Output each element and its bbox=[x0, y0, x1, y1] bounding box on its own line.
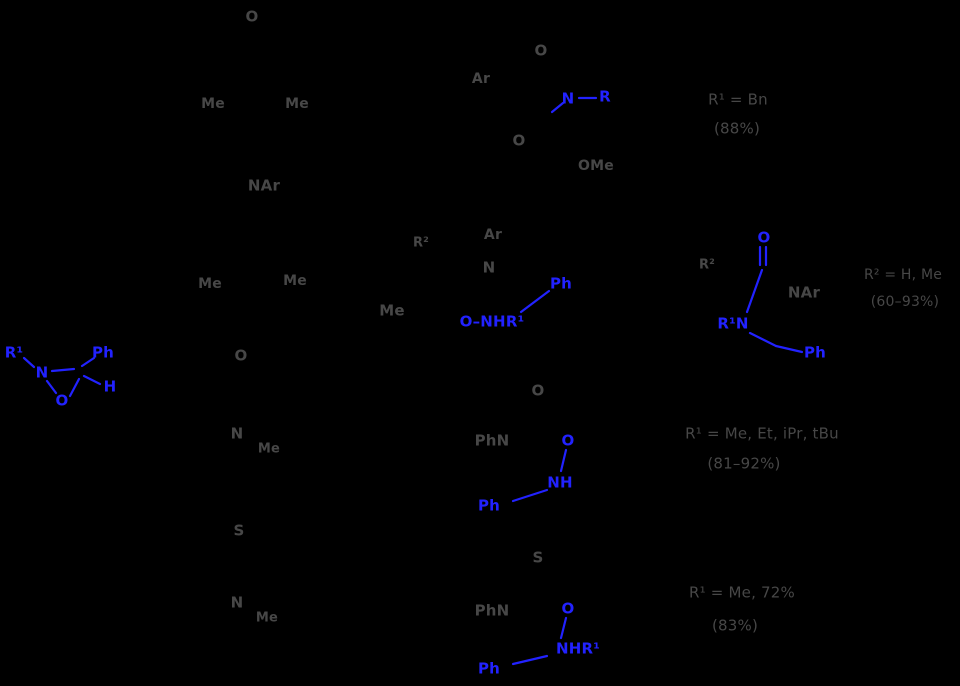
atom-ph-oxaziridine: Ph bbox=[91, 343, 115, 362]
atom-o-top-left-structure: O bbox=[245, 7, 259, 26]
atom-o-amide-right: O bbox=[757, 228, 771, 247]
atom-ar-top-center: Ar bbox=[471, 71, 491, 87]
atom-ph-hydroxylamine-2: Ph bbox=[477, 659, 501, 678]
atom-nar-right: NAr bbox=[787, 283, 821, 302]
atom-n-left-column-lower: N bbox=[230, 593, 244, 612]
atom-ome-center: OMe bbox=[578, 158, 614, 174]
atom-phn-lower: PhN bbox=[474, 601, 510, 620]
atom-ph-amide-right: Ph bbox=[803, 343, 827, 362]
atom-r1-oxaziridine: R¹ bbox=[4, 343, 24, 362]
atom-ph-center-product: Ph bbox=[549, 274, 573, 293]
atom-ph-hydroxylamine-1: Ph bbox=[477, 496, 501, 515]
atom-r2-center: R² bbox=[412, 235, 430, 251]
atom-o-top-center: O bbox=[534, 41, 548, 60]
atom-h-oxaziridine: H bbox=[103, 377, 117, 396]
atom-me-center: Me bbox=[379, 301, 405, 320]
atom-phn-upper: PhN bbox=[474, 431, 510, 450]
atom-r-imine-top: R bbox=[599, 87, 611, 106]
atom-me-left-column-lower: Me bbox=[255, 610, 279, 626]
atom-n-oxaziridine: N bbox=[35, 363, 49, 382]
atom-n-center: N bbox=[482, 258, 496, 277]
atom-ar-center: Ar bbox=[483, 227, 503, 243]
note-far-right-line2: (60–93%) bbox=[870, 294, 940, 310]
note-top-right-line2: (88%) bbox=[713, 119, 761, 138]
atom-me-upper-left: Me bbox=[201, 96, 225, 112]
atom-s-center: S bbox=[532, 548, 544, 567]
group-r1n-amide-right: R¹N bbox=[717, 314, 749, 333]
group-nh-hydroxylamine-1: NH bbox=[547, 473, 573, 492]
note-bottom-right-line1: R¹ = Me, 72% bbox=[689, 583, 795, 602]
atom-me-midleft-a: Me bbox=[198, 276, 222, 292]
note-mid-right-line2: (81–92%) bbox=[707, 454, 781, 473]
atom-n-imine-top: N bbox=[561, 89, 575, 108]
atom-n-left-column-upper: N bbox=[230, 424, 244, 443]
note-top-right-line1: R¹ = Bn bbox=[708, 90, 768, 109]
note-bottom-right-line2: (83%) bbox=[711, 616, 759, 635]
note-mid-right-line1: R¹ = Me, Et, iPr, tBu bbox=[685, 424, 839, 443]
atom-me-upper-right: Me bbox=[285, 96, 309, 112]
atom-nar-top: NAr bbox=[247, 176, 281, 195]
atom-o-oxaziridine: O bbox=[55, 391, 69, 410]
atom-r2-right: R² bbox=[698, 257, 716, 273]
atom-s-left-column: S bbox=[233, 521, 245, 540]
atom-o-lower-center: O bbox=[531, 381, 545, 400]
atom-o-hydroxylamine-1: O bbox=[561, 431, 575, 450]
atom-o-left-column: O bbox=[234, 346, 248, 365]
atom-o-mid-center: O bbox=[512, 131, 526, 150]
atom-me-midleft-b: Me bbox=[283, 273, 307, 289]
note-far-right-line1: R² = H, Me bbox=[863, 267, 943, 283]
group-onhr1-center-product: O–NHR¹ bbox=[459, 312, 525, 331]
atom-o-hydroxylamine-2: O bbox=[561, 599, 575, 618]
atom-me-left-column-upper: Me bbox=[257, 441, 281, 457]
group-nhr1-hydroxylamine-2: NHR¹ bbox=[555, 639, 601, 658]
